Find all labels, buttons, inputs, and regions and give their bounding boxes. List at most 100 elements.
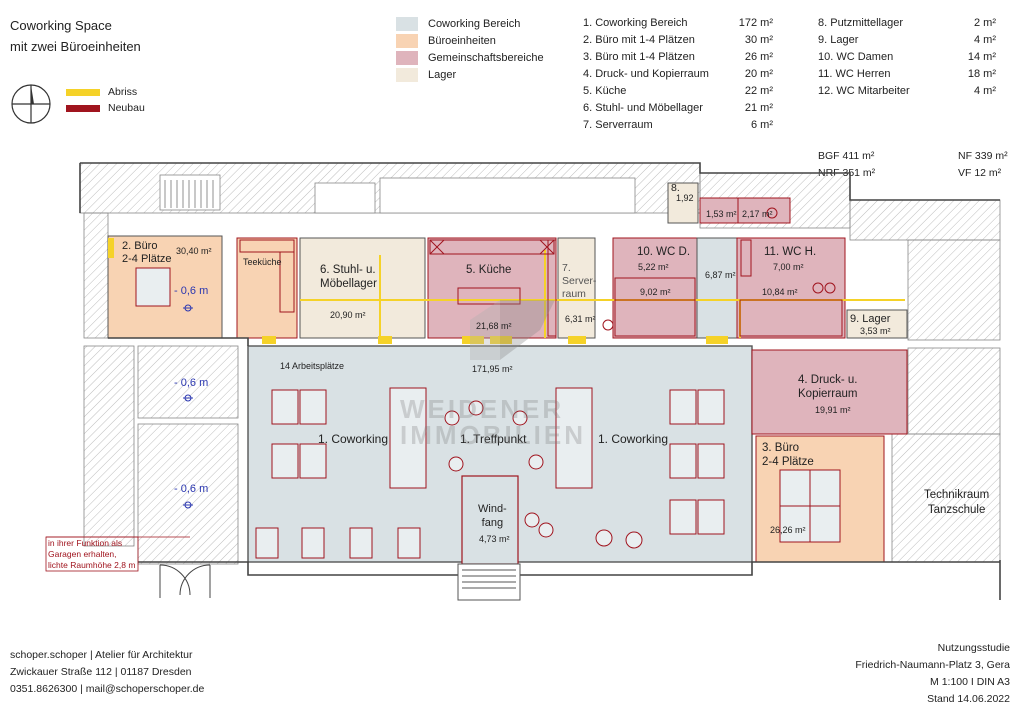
room-area-wc-small1: 1,53 m² xyxy=(706,209,737,219)
footer-line: M 1:100 I DIN A3 xyxy=(930,676,1010,688)
room-area-wcd: 5,22 m² xyxy=(638,262,669,272)
room-area-flur: 6,87 m² xyxy=(705,270,736,280)
stat-nf: NF 339 m² xyxy=(958,150,1008,162)
legend-lager: Lager xyxy=(396,68,456,82)
footer-line: Zwickauer Straße 112 | 01187 Dresden xyxy=(10,666,192,678)
stat-bgf: BGF 411 m² xyxy=(818,150,875,162)
footer-project: Nutzungsstudie Friedrich-Naumann-Platz 3… xyxy=(855,640,1010,708)
room-area-putz: 1,92 xyxy=(676,193,694,203)
room-area-wc-small2: 2,17 m² xyxy=(742,209,773,219)
garage-note-box xyxy=(45,536,139,572)
stairs xyxy=(164,180,214,208)
footer-architect: schoper.schoper | Atelier für Architektu… xyxy=(10,647,204,698)
legend-coworking: Coworking Bereich xyxy=(396,17,520,31)
room-wc-herren xyxy=(736,237,846,339)
room-label-server: 7. Server- raum xyxy=(562,262,597,300)
room-area-wch2: 10,84 m² xyxy=(762,287,798,297)
room-label-putz: 8. xyxy=(671,182,680,194)
north-arrow-icon xyxy=(11,84,51,124)
room-area-server: 6,31 m² xyxy=(565,314,596,324)
legend-label: Gemeinschaftsbereiche xyxy=(428,52,544,64)
legend-abriss: Abriss xyxy=(66,86,137,98)
level-label-1: - 0,6 m xyxy=(174,285,209,297)
room-flur xyxy=(696,237,738,339)
room-teekueche xyxy=(236,237,298,339)
legend-neubau-label: Neubau xyxy=(108,102,145,114)
page-subtitle: mit zwei Büroeinheiten xyxy=(10,39,141,54)
footer-line: Stand 14.06.2022 xyxy=(927,693,1010,705)
footer-line: Friedrich-Naumann-Platz 3, Gera xyxy=(855,659,1010,671)
neubau-lines xyxy=(239,207,843,337)
furniture xyxy=(135,267,841,559)
footer-line: schoper.schoper | Atelier für Architektu… xyxy=(10,649,193,661)
legend-bueroeinheiten: Büroeinheiten xyxy=(396,34,496,48)
room-label-buero2: 2. Büro 2-4 Plätze xyxy=(122,240,172,265)
page-title: Coworking Space xyxy=(10,18,112,33)
rooms xyxy=(107,182,908,565)
room-wc-small2 xyxy=(737,197,791,224)
watermark xyxy=(470,300,555,360)
footer-line: Nutzungsstudie xyxy=(937,642,1010,654)
room-label-buero3: 3. Büro 2-4 Plätze xyxy=(762,442,814,468)
level-label-3: - 0,6 m xyxy=(174,483,209,495)
room-label-druck: 4. Druck- u. Kopierraum xyxy=(798,374,858,400)
coworking-seats: 14 Arbeitsplätze xyxy=(280,361,345,371)
legend-label: Büroeinheiten xyxy=(428,35,496,47)
abriss-swatch xyxy=(66,88,100,96)
watermark-text: WEIDENER IMMOBILIEN xyxy=(400,394,586,450)
room-lager xyxy=(846,309,908,339)
room-druck xyxy=(751,349,908,435)
legend-neubau: Neubau xyxy=(66,102,145,114)
room-area-buero2: 30,40 m² xyxy=(176,246,212,256)
outer-walls xyxy=(79,162,1001,600)
room-label-stuhllager: 6. Stuhl- u. Möbellager xyxy=(320,264,377,290)
legend-abriss-label: Abriss xyxy=(108,86,138,98)
room-area-lager: 3,53 m² xyxy=(860,326,891,336)
buero-swatch xyxy=(396,34,418,48)
legend-label: Coworking Bereich xyxy=(428,18,521,30)
footer-line: 0351.8626300 | mail@schoperschoper.de xyxy=(10,683,205,695)
level-label-2: - 0,6 m xyxy=(174,377,209,389)
room-label-coworking-left: 1. Coworking xyxy=(318,432,389,446)
room-label-kueche: 5. Küche xyxy=(466,264,512,276)
gemeinschaft-swatch xyxy=(396,51,418,65)
room-label-technik: Technikraum Tanzschule xyxy=(924,489,990,516)
room-area-wch: 7,00 m² xyxy=(773,262,804,272)
room-stuhllager xyxy=(299,237,426,339)
legend-label: Lager xyxy=(428,69,457,81)
room-area-wcd2: 9,02 m² xyxy=(640,287,671,297)
neubau-swatch xyxy=(66,104,100,112)
garage-door xyxy=(159,564,211,598)
coworking-swatch xyxy=(396,17,418,31)
room-area-stuhllager: 20,90 m² xyxy=(330,310,366,320)
room-area-kueche: 21,68 m² xyxy=(476,321,512,331)
room-label-teekueche: Teeküche xyxy=(243,257,282,267)
room-area-windfang: 4,73 m² xyxy=(479,534,510,544)
garage-note: in ihrer Funktion als Garagen erhalten, … xyxy=(48,538,136,570)
room-area-buero3: 26,26 m² xyxy=(770,525,806,535)
room-windfang xyxy=(461,475,519,565)
legend-gemeinschaft: Gemeinschaftsbereiche xyxy=(396,51,544,65)
lager-swatch xyxy=(396,68,418,82)
room-putz xyxy=(667,182,699,224)
room-label-lager: 9. Lager xyxy=(850,313,891,325)
room-area-druck: 19,91 m² xyxy=(815,405,851,415)
room-label-wch: 11. WC H. xyxy=(764,246,817,258)
room-server xyxy=(557,237,596,339)
room-area-coworking: 171,95 m² xyxy=(472,364,513,374)
level-marker-icons xyxy=(183,304,193,509)
stat-vf: VF 12 m² xyxy=(958,167,1002,179)
